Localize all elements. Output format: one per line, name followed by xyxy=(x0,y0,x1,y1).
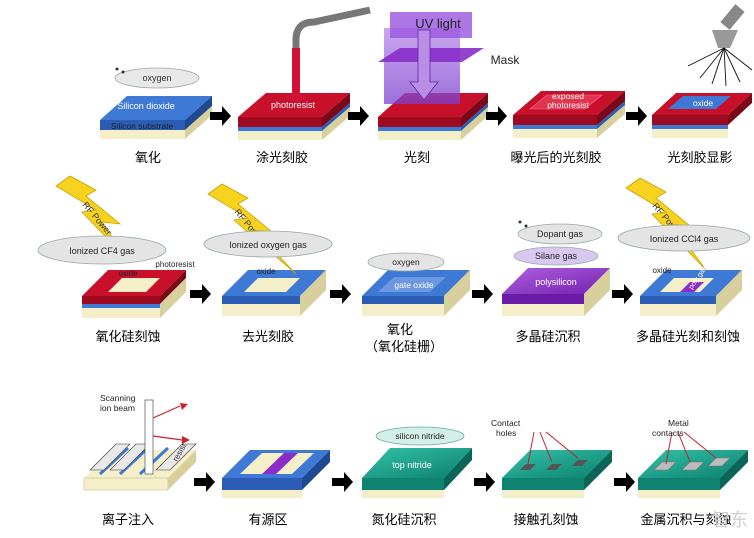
silicon-dioxide-label: Silicon dioxide xyxy=(117,101,175,111)
caption-metal-deposition: 金属沉积与刻蚀 xyxy=(640,512,731,527)
top-nitride-label: top nitride xyxy=(392,460,432,470)
arrow-right xyxy=(190,284,211,304)
wafer-nitride: top nitride silicon nitride xyxy=(362,426,472,498)
wafer-polysilicon: polysilicon Dopant gas Silane gas xyxy=(502,220,610,316)
caption-lithography: 光刻 xyxy=(404,150,430,165)
contacts-label: contacts xyxy=(652,428,684,438)
mask-label: Mask xyxy=(491,53,521,67)
wafer-photoresist: photoresist xyxy=(238,6,371,140)
caption-poly-deposition: 多晶硅沉积 xyxy=(515,329,580,344)
arrow-right xyxy=(210,106,231,126)
wafer-ion-implant: Scanning ion beam resist xyxy=(83,393,197,491)
scanning-label: Scanning xyxy=(100,393,136,403)
exposed-label: exposed xyxy=(552,91,584,101)
caption-active-region: 有源区 xyxy=(248,512,287,527)
caption-contact-etch: 接触孔刻蚀 xyxy=(513,512,578,527)
caption-ion-implant: 离子注入 xyxy=(102,512,154,527)
oxide-label: oxide xyxy=(693,98,714,108)
gate-oxide-label: gate oxide xyxy=(394,280,433,290)
oxide-label-4: oxide xyxy=(652,266,672,275)
polysilicon-label: polysilicon xyxy=(535,277,577,287)
wafer-develop: oxide xyxy=(652,4,753,138)
wafer-active-region xyxy=(222,450,330,498)
caption-oxidation: 氧化 xyxy=(135,150,161,165)
wafer-oxide-etch: RF Power Ionized CF4 gas photoresist oxi… xyxy=(37,175,195,318)
wafer-gate-oxide: gate oxide oxygen xyxy=(362,252,470,316)
caption-gate-oxidation: 氧化 xyxy=(387,322,413,337)
arrow-right xyxy=(612,284,633,304)
oxide-label-3: oxide xyxy=(256,267,276,276)
photoresist-label-2: photoresist xyxy=(547,100,589,110)
silane-gas-cloud-label: Silane gas xyxy=(535,251,578,261)
wafer-contact-holes: Contact holes xyxy=(491,418,612,498)
wafer-exposed: exposed photoresist xyxy=(513,91,625,138)
arrow-right xyxy=(194,472,215,492)
wafer-lithography: UV light Mask xyxy=(378,12,520,140)
oxygen-cloud-label-2: oxygen xyxy=(392,257,420,267)
arrow-right xyxy=(614,472,635,492)
metal-label: Metal xyxy=(668,418,689,428)
oxygen-gas-cloud-label: Ionized oxygen gas xyxy=(229,240,307,250)
oxide-label-2: oxide xyxy=(118,269,138,278)
silicon-nitride-cloud-label: silicon nitride xyxy=(395,431,444,441)
silicon-substrate-label: Silicon substrate xyxy=(111,121,174,131)
wafer-strip: RF Power Ionized oxygen gas oxide xyxy=(203,183,333,316)
arrow-right xyxy=(330,284,351,304)
uv-light-label: UV light xyxy=(415,16,461,31)
caption-nitride-deposition: 氮化硅沉积 xyxy=(371,512,436,527)
wafer-metal-contacts: Metal contacts xyxy=(638,418,748,498)
wafer-poly-etch: RF Power Ionized CCl4 gas oxide poly gat… xyxy=(617,177,751,316)
photoresist-label: photoresist xyxy=(271,100,316,110)
arrow-right xyxy=(474,472,495,492)
contact-label: Contact xyxy=(491,418,521,428)
arrow-right xyxy=(348,106,369,126)
oxygen-cloud-label: oxygen xyxy=(142,73,171,83)
watermark: 智东 xyxy=(712,510,748,530)
caption-coat-photoresist: 涂光刻胶 xyxy=(256,150,308,165)
arrow-right xyxy=(626,106,647,126)
caption-oxide-etch: 氧化硅刻蚀 xyxy=(95,329,160,344)
wafer-oxidation: Silicon dioxide Silicon substrate oxygen xyxy=(100,67,212,139)
dopant-gas-cloud-label: Dopant gas xyxy=(537,229,584,239)
cf4-cloud-label: Ionized CF4 gas xyxy=(69,246,135,256)
photoresist-label-3: photoresist xyxy=(155,260,195,269)
caption-poly-etch: 多晶硅光刻和刻蚀 xyxy=(636,329,740,344)
caption-gate-oxidation-sub: （氧化硅栅） xyxy=(365,339,443,354)
ion-beam-label: ion beam xyxy=(100,403,135,413)
arrow-right xyxy=(472,284,493,304)
ccl4-cloud-label: Ionized CCl4 gas xyxy=(650,234,719,244)
holes-label: holes xyxy=(496,428,516,438)
caption-develop: 光刻胶显影 xyxy=(667,150,732,165)
caption-strip-photoresist: 去光刻胶 xyxy=(242,329,294,344)
caption-exposed-photoresist: 曝光后的光刻胶 xyxy=(510,150,601,165)
arrow-right xyxy=(486,106,507,126)
arrow-right xyxy=(332,472,353,492)
